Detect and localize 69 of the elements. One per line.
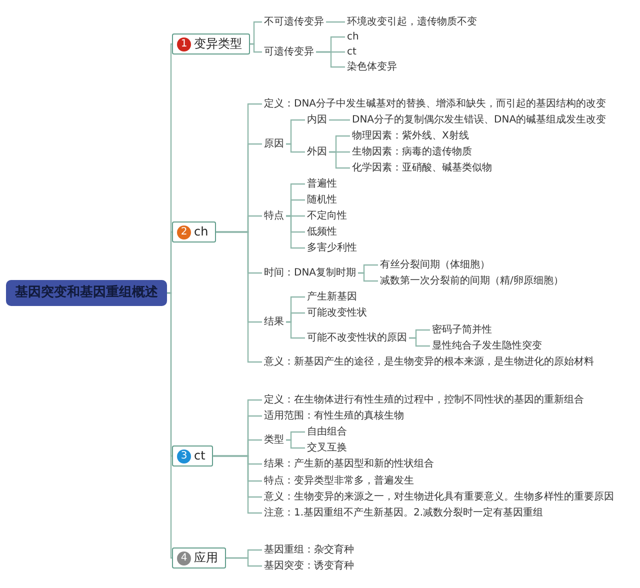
branch-text: 密码子简并性 xyxy=(430,324,494,336)
connector-line xyxy=(326,21,345,23)
branch-text: 结果：产生新的基因型和新的性状组合 xyxy=(262,458,436,470)
number-badge: 3 xyxy=(177,449,191,463)
branch-text: 适用范围：有性生殖的真核生物 xyxy=(262,410,406,422)
branch-text: 内因 xyxy=(305,114,329,126)
branch-text: 外因 xyxy=(305,146,329,158)
topic-label: ct xyxy=(194,448,206,464)
topic-box xyxy=(172,446,214,466)
topic-label: ch xyxy=(194,224,208,240)
connector-line xyxy=(316,51,345,68)
branch-text: 随机性 xyxy=(305,194,339,206)
branch-text: 交叉互换 xyxy=(305,442,349,454)
connector-line xyxy=(167,292,173,559)
branch-text: 自由组合 xyxy=(305,426,349,438)
branch-text: 显性纯合子发生隐性突变 xyxy=(430,340,544,352)
branch-text: 环境改变引起，遗传物质不变 xyxy=(345,16,479,28)
branch-text: 类型 xyxy=(262,434,286,446)
branch-text: 特点：变异类型非常多，普遍发生 xyxy=(262,474,416,488)
branch-text: 意义：新基因产生的途径，是生物变异的根本来源，是生物进化的原始材料 xyxy=(262,356,596,368)
number-badge: 4 xyxy=(177,551,191,565)
connector-line xyxy=(329,151,350,169)
branch-text: 生物因素：病毒的遗传物质 xyxy=(350,146,474,158)
connector-line xyxy=(226,557,262,567)
connector-line xyxy=(409,337,430,347)
branch-text: 物理因素：紫外线、X射线 xyxy=(350,130,471,142)
branch-text: 化学因素：亚硝酸、碱基类似物 xyxy=(350,162,494,174)
branch-text: 可遗传变异 xyxy=(262,46,316,58)
branch-text: 可能改变性状 xyxy=(305,306,369,320)
branch-text: 有丝分裂间期（体细胞） xyxy=(378,258,492,272)
number-badge: 2 xyxy=(177,225,191,239)
branch-text: 低频性 xyxy=(305,226,339,238)
connector-line xyxy=(216,231,262,363)
branch-text: 减数第一次分裂前的间期（精/卵原细胞） xyxy=(378,274,566,288)
connector-line xyxy=(329,119,350,121)
branch-text: ch xyxy=(345,30,361,44)
branch-text: DNA分子的复制偶尔发生错误、DNA的碱基组成发生改变 xyxy=(350,114,608,126)
connector-line xyxy=(286,143,305,153)
branch-text: 基因突变：诱变育种 xyxy=(262,560,356,572)
branch-text: 基因重组：杂交育种 xyxy=(262,544,356,556)
branch-text: 不可遗传变异 xyxy=(262,16,326,28)
connector-line xyxy=(286,439,305,449)
branch-text: 不定向性 xyxy=(305,210,349,222)
topic-label: 变异类型 xyxy=(194,36,242,52)
branch-text: 多害少利性 xyxy=(305,242,359,254)
topic-box xyxy=(172,34,250,54)
central-topic: 基因突变和基因重组概述 xyxy=(6,280,167,306)
branch-text: 意义：生物变异的来源之一，对生物进化具有重要意义。生物多样性的重要原因 xyxy=(262,490,616,504)
branch-text: 原因 xyxy=(262,138,286,150)
branch-text: 染色体变异 xyxy=(345,60,399,74)
branch-text: 特点 xyxy=(262,210,286,222)
branch-text: 可能不改变性状的原因 xyxy=(305,332,409,344)
branch-text: 定义：在生物体进行有性生殖的过程中，控制不同性状的基因的重新组合 xyxy=(262,394,586,406)
branch-text: 时间：DNA复制时期 xyxy=(262,266,358,280)
number-badge: 1 xyxy=(177,37,191,51)
topic-label: 应用 xyxy=(194,550,218,566)
branch-text: 结果 xyxy=(262,316,286,328)
connector-line xyxy=(250,43,262,53)
branch-text: 产生新基因 xyxy=(305,290,359,304)
connector-line xyxy=(286,215,305,249)
connector-line xyxy=(213,455,262,514)
topic-box xyxy=(172,222,216,242)
topic-box xyxy=(172,548,226,568)
branch-text: 定义：DNA分子中发生碱基对的替换、增添和缺失，而引起的基因结构的改变 xyxy=(262,98,608,110)
connector-line xyxy=(358,272,378,282)
branch-text: ct xyxy=(345,46,358,58)
branch-text: 注意：1.基因重组不产生新基因。2.减数分裂时一定有基因重组 xyxy=(262,506,546,520)
connector-line xyxy=(286,321,305,339)
branch-text: 普遍性 xyxy=(305,178,339,190)
